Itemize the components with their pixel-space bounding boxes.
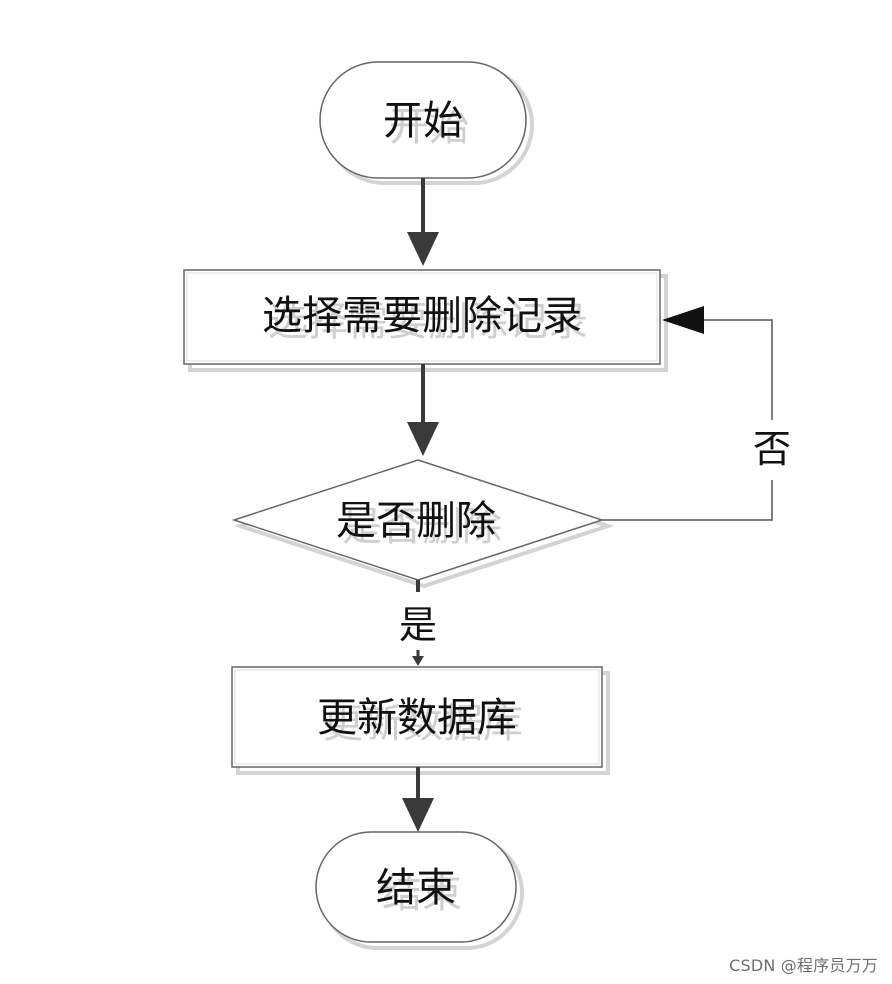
edge-start-to-select (407, 178, 439, 266)
select-label-shadow: 选择需要删除记录 (268, 299, 588, 345)
end-label: 结束 (376, 865, 456, 911)
edge-select-to-decision (407, 364, 439, 456)
arrowhead-down-icon (407, 422, 439, 456)
watermark: CSDN @程序员万万 (729, 956, 878, 975)
start-label: 开始 (383, 98, 463, 144)
start-node: 开始 开始 (319, 61, 534, 185)
update-label: 更新数据库 (317, 695, 517, 741)
edge-label-yes: 是 (399, 603, 437, 647)
edge-decision-no-to-select: 否 (602, 306, 791, 521)
edge-update-to-end (402, 767, 434, 832)
select-node: 选择需要删除记录 选择需要删除记录 (183, 269, 668, 372)
arrowhead-down-icon (407, 232, 439, 266)
start-label-shadow: 开始 (389, 104, 469, 150)
update-node: 更新数据库 更新数据库 (231, 666, 610, 775)
decision-label-shadow: 是否删除 (342, 504, 502, 550)
decision-label: 是否删除 (336, 498, 496, 544)
arrowhead-down-icon (412, 656, 424, 666)
edge-decision-yes-to-update: 是 (399, 580, 437, 666)
edge-label-no: 否 (753, 427, 791, 471)
end-label-shadow: 结束 (382, 871, 462, 917)
end-node: 结束 结束 (315, 831, 524, 950)
arrowhead-left-icon (662, 306, 704, 334)
select-label: 选择需要删除记录 (262, 293, 582, 339)
decision-node: 是否删除 是否删除 (231, 459, 615, 589)
arrowhead-down-icon (402, 798, 434, 832)
update-label-shadow: 更新数据库 (323, 701, 523, 747)
